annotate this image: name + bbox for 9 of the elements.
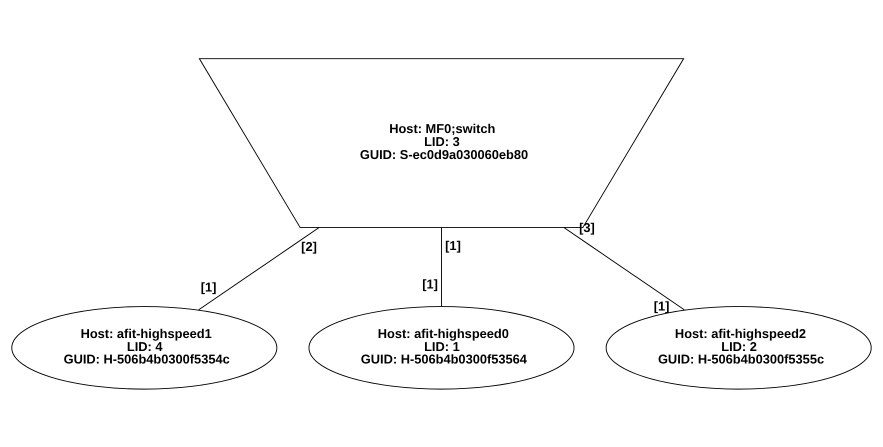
- label: [2]: [301, 238, 317, 254]
- label: [1]: [200, 279, 216, 294]
- connector: [198, 226, 320, 310]
- node-ellipse: Host: afit-highspeed0 LID: 1 GUID: H-506b4b0300f53564: [308, 306, 574, 390]
- node-ellipse: Host: afit-highspeed1 LID: 4 GUID: H-506b4b0300f5354c: [11, 306, 278, 390]
- label: [1]: [445, 238, 461, 253]
- label: [1]: [422, 276, 438, 292]
- connector: [564, 226, 685, 310]
- connector: [441, 226, 442, 306]
